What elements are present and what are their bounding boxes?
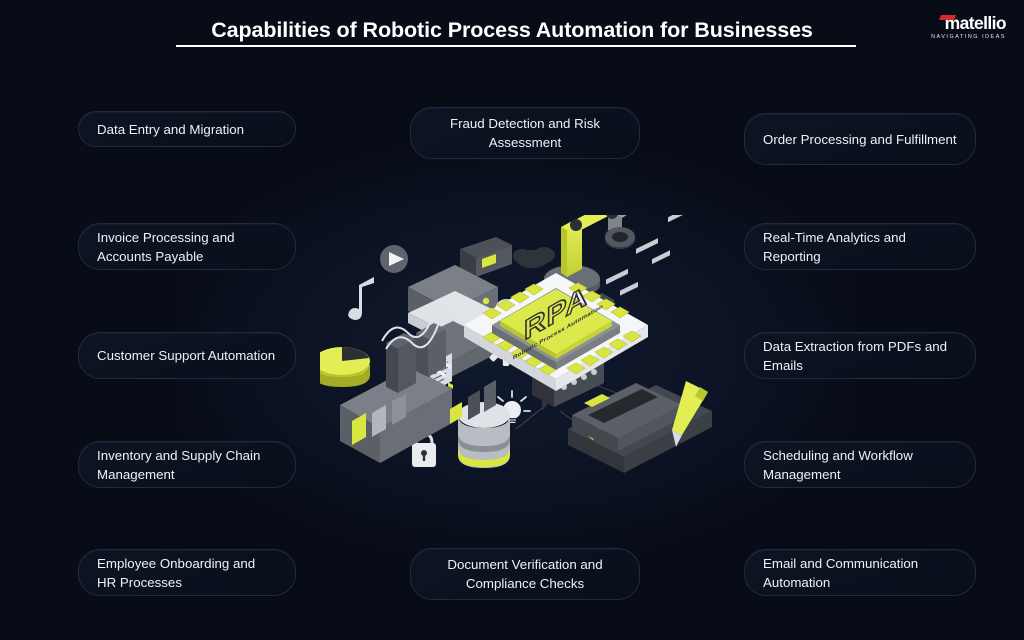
capability-label: Order Processing and Fulfillment [763,131,957,147]
logo-tagline: NAVIGATING IDEAS [931,34,1006,40]
capability-label: Scheduling and Workflow Management [763,447,913,482]
dashboard-panel-icon [340,367,452,463]
cloud-icon [513,247,555,268]
capability-label: Document Verification and Compliance Che… [447,557,603,591]
page-title: Capabilities of Robotic Process Automati… [211,18,813,42]
media-card-icon [460,237,512,277]
capability-label: Real-Time Analytics and Reporting [763,229,906,264]
capability-pill-scheduling-workflow[interactable]: Scheduling and Workflow Management [744,441,976,488]
capability-label: Inventory and Supply Chain Management [97,447,261,482]
pie-chart-icon [320,347,370,387]
capability-pill-document-verification[interactable]: Document Verification and Compliance Che… [410,548,640,600]
capability-label: Invoice Processing and Accounts Payable [97,229,235,264]
rpa-isometric-illustration: RPA Robotic Process Automation [320,215,720,505]
line-graph-icon [381,312,439,350]
capability-label: Data Entry and Migration [97,121,245,137]
cpu-chip-icon: RPA Robotic Process Automation [464,273,648,391]
capability-pill-realtime-analytics[interactable]: Real-Time Analytics and Reporting [744,223,976,270]
capability-label: Email and Communication Automation [763,555,919,590]
capability-pill-invoice-processing[interactable]: Invoice Processing and Accounts Payable [78,223,296,270]
header: Capabilities of Robotic Process Automati… [0,0,1024,62]
tablet-icon [572,383,682,451]
title-underline-divider [176,45,856,47]
music-note-icon [348,277,374,320]
capability-label: Fraud Detection and Risk Assessment [449,116,601,150]
capability-pill-data-entry[interactable]: Data Entry and Migration [78,111,296,147]
capability-pill-inventory-supply-chain[interactable]: Inventory and Supply Chain Management [78,441,296,488]
capability-pill-email-communication[interactable]: Email and Communication Automation [744,549,976,596]
logo-accent-mark [938,15,957,20]
capability-label: Data Extraction from PDFs and Emails [763,338,948,373]
capability-pill-data-extraction[interactable]: Data Extraction from PDFs and Emails [744,332,976,379]
pencil-icon [672,381,708,447]
bar-chart-icon [386,323,446,393]
capability-label: Customer Support Automation [97,348,276,363]
capability-pill-fraud-detection[interactable]: Fraud Detection and Risk Assessment [410,107,640,159]
capability-pill-order-processing[interactable]: Order Processing and Fulfillment [744,113,976,165]
capability-label: Employee Onboarding and HR Processes [97,555,256,590]
mini-bars-icon [450,380,496,424]
play-button-icon [380,245,408,273]
capability-pill-employee-onboarding[interactable]: Employee Onboarding and HR Processes [78,549,296,596]
capability-pill-customer-support[interactable]: Customer Support Automation [78,332,296,379]
database-cylinder-icon [458,402,510,468]
brand-logo[interactable]: matellio NAVIGATING IDEAS [902,13,1007,44]
logo-wordmark: matellio [944,13,1007,33]
